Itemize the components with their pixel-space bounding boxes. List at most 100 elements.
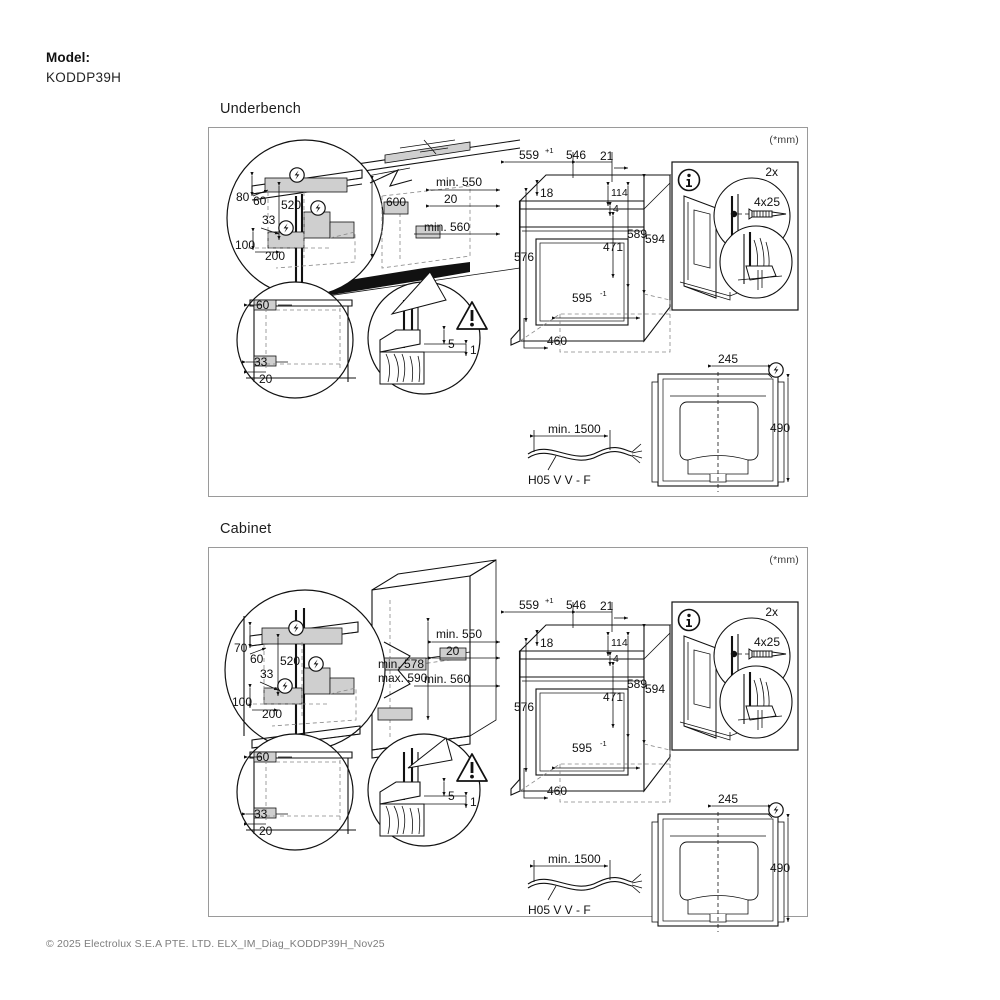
dim-460-cab: 460 xyxy=(547,784,567,798)
dim-20-plinth: 20 xyxy=(259,372,273,386)
rear-view-underbench: 245 490 xyxy=(651,352,790,492)
plinth-detail-circle-cabinet: 60 33 20 xyxy=(236,733,356,851)
cable-length-cabinet: min. 1500 xyxy=(548,852,601,866)
dim-60-plinth-cab: 60 xyxy=(256,750,270,764)
screw-spec: 4x25 xyxy=(754,195,780,209)
dim-559: 559 xyxy=(519,148,539,162)
dim-520-cab: 520 xyxy=(280,654,300,668)
cable-type: H05 V V - F xyxy=(528,473,591,487)
dim-559-cab: 559 xyxy=(519,598,539,612)
info-panel-underbench: 2x 4x25 xyxy=(671,161,799,311)
dim-4-cab: 4 xyxy=(613,653,619,665)
info-quantity: 2x xyxy=(765,165,778,179)
dim-559-sup-cab: +1 xyxy=(545,596,554,605)
dim-460: 460 xyxy=(547,334,567,348)
info-quantity-cabinet: 2x xyxy=(765,605,778,619)
dim-546: 546 xyxy=(566,148,586,162)
dim-min-560: min. 560 xyxy=(424,220,470,234)
dim-200-cab: 200 xyxy=(262,707,282,721)
dim-100-cab: 100 xyxy=(232,695,252,709)
dim-576: 576 xyxy=(514,250,534,264)
dim-559-sup: +1 xyxy=(545,146,554,155)
dim-595-cab: 595 xyxy=(572,741,592,755)
oven-cabinet: 559 +1 546 21 18 576 114 4 471 589 xyxy=(501,596,671,803)
dim-5-cab: 5 xyxy=(448,789,455,803)
cable-length: min. 1500 xyxy=(548,422,601,436)
dim-33-top-cab: 33 xyxy=(260,667,274,681)
dim-60-plinth: 60 xyxy=(256,298,270,312)
dim-5: 5 xyxy=(448,337,455,351)
dim-595: 595 xyxy=(572,291,592,305)
section-title-cabinet: Cabinet xyxy=(220,521,272,537)
dim-60-top: 60 xyxy=(253,194,267,208)
dim-min-550-cab: min. 550 xyxy=(436,627,482,641)
dim-245: 245 xyxy=(718,352,738,366)
cable-spec-underbench: min. 1500 H05 V V - F xyxy=(527,422,643,487)
niche-dims-cabinet: min. 578 max. 590 min. 550 20 min. 560 xyxy=(378,618,501,721)
dim-600: 600 xyxy=(386,195,406,209)
dim-20-plinth-cab: 20 xyxy=(259,824,273,838)
dim-21-cab: 21 xyxy=(600,599,614,613)
dim-1: 1 xyxy=(470,343,477,357)
dim-33-plinth: 33 xyxy=(254,355,268,369)
niche-dims-underbench: 600 min. 550 20 min. 560 xyxy=(370,175,501,269)
cable-type-cabinet: H05 V V - F xyxy=(528,903,591,917)
dim-70: 70 xyxy=(234,641,248,655)
dim-200: 200 xyxy=(265,249,285,263)
dim-114-cab: 114 xyxy=(611,637,628,649)
dim-21: 21 xyxy=(600,149,614,163)
dim-max-590: max. 590 xyxy=(378,671,428,685)
dim-min-578: min. 578 xyxy=(378,657,424,671)
dim-589-cab: 589 xyxy=(627,677,647,691)
clearance-detail-circle-cabinet: 5 1 xyxy=(367,733,488,847)
dim-min-550: min. 550 xyxy=(436,175,482,189)
model-value: KODDP39H xyxy=(46,69,122,85)
dim-20-niche: 20 xyxy=(444,192,458,206)
dim-576-cab: 576 xyxy=(514,700,534,714)
dim-min-560-cab: min. 560 xyxy=(424,672,470,686)
socket-detail-circle-cabinet: 70 60 520 33 100 200 xyxy=(224,589,386,751)
dim-114: 114 xyxy=(611,187,628,199)
dim-595-sup: -1 xyxy=(600,289,607,298)
dim-100: 100 xyxy=(235,238,255,252)
dim-471-cab: 471 xyxy=(603,690,623,704)
dim-520: 520 xyxy=(281,198,301,212)
dim-490: 490 xyxy=(770,421,790,435)
dim-33-plinth-cab: 33 xyxy=(254,807,268,821)
underbench-drawing: 80 60 520 33 100 200 xyxy=(226,139,799,492)
dim-18-cab: 18 xyxy=(540,636,554,650)
lightning-bolt-icon-cabinet xyxy=(768,802,784,818)
dim-594-cab: 594 xyxy=(645,682,665,696)
dim-33-top: 33 xyxy=(262,213,276,227)
dim-60-top-cab: 60 xyxy=(250,652,264,666)
dim-490-cab: 490 xyxy=(770,861,790,875)
info-icon-cabinet xyxy=(677,608,701,632)
cabinet-drawing: 70 60 520 33 100 200 xyxy=(224,559,799,932)
unit-note-cabinet: (*mm) xyxy=(769,554,799,566)
model-block: Model: KODDP39H xyxy=(46,48,121,87)
unit-note-underbench: (*mm) xyxy=(769,134,799,146)
dim-546-cab: 546 xyxy=(566,598,586,612)
model-label: Model: xyxy=(46,50,91,65)
dim-471: 471 xyxy=(603,240,623,254)
plinth-detail-circle-underbench: 60 33 20 xyxy=(236,281,356,399)
info-panel-cabinet: 2x 4x25 xyxy=(671,601,799,751)
dim-594: 594 xyxy=(645,232,665,246)
dim-245-cab: 245 xyxy=(718,792,738,806)
lightning-bolt-icon xyxy=(768,362,784,378)
section-title-underbench: Underbench xyxy=(220,101,301,117)
dim-1-cab: 1 xyxy=(470,795,477,809)
oven-underbench: 559 +1 546 21 18 576 114 xyxy=(501,146,671,353)
footer-copyright: © 2025 Electrolux S.E.A PTE. LTD. ELX_IM… xyxy=(46,938,385,950)
dim-4: 4 xyxy=(613,203,619,215)
dim-595-sup-cab: -1 xyxy=(600,739,607,748)
socket-detail-circle-underbench: 80 60 520 33 100 200 xyxy=(226,139,384,297)
dim-18: 18 xyxy=(540,186,554,200)
dim-20-niche-cab: 20 xyxy=(446,644,460,658)
info-icon xyxy=(677,168,701,192)
dim-589: 589 xyxy=(627,227,647,241)
cable-spec-cabinet: min. 1500 H05 V V - F xyxy=(527,852,643,917)
rear-view-cabinet: 245 490 xyxy=(651,792,790,932)
